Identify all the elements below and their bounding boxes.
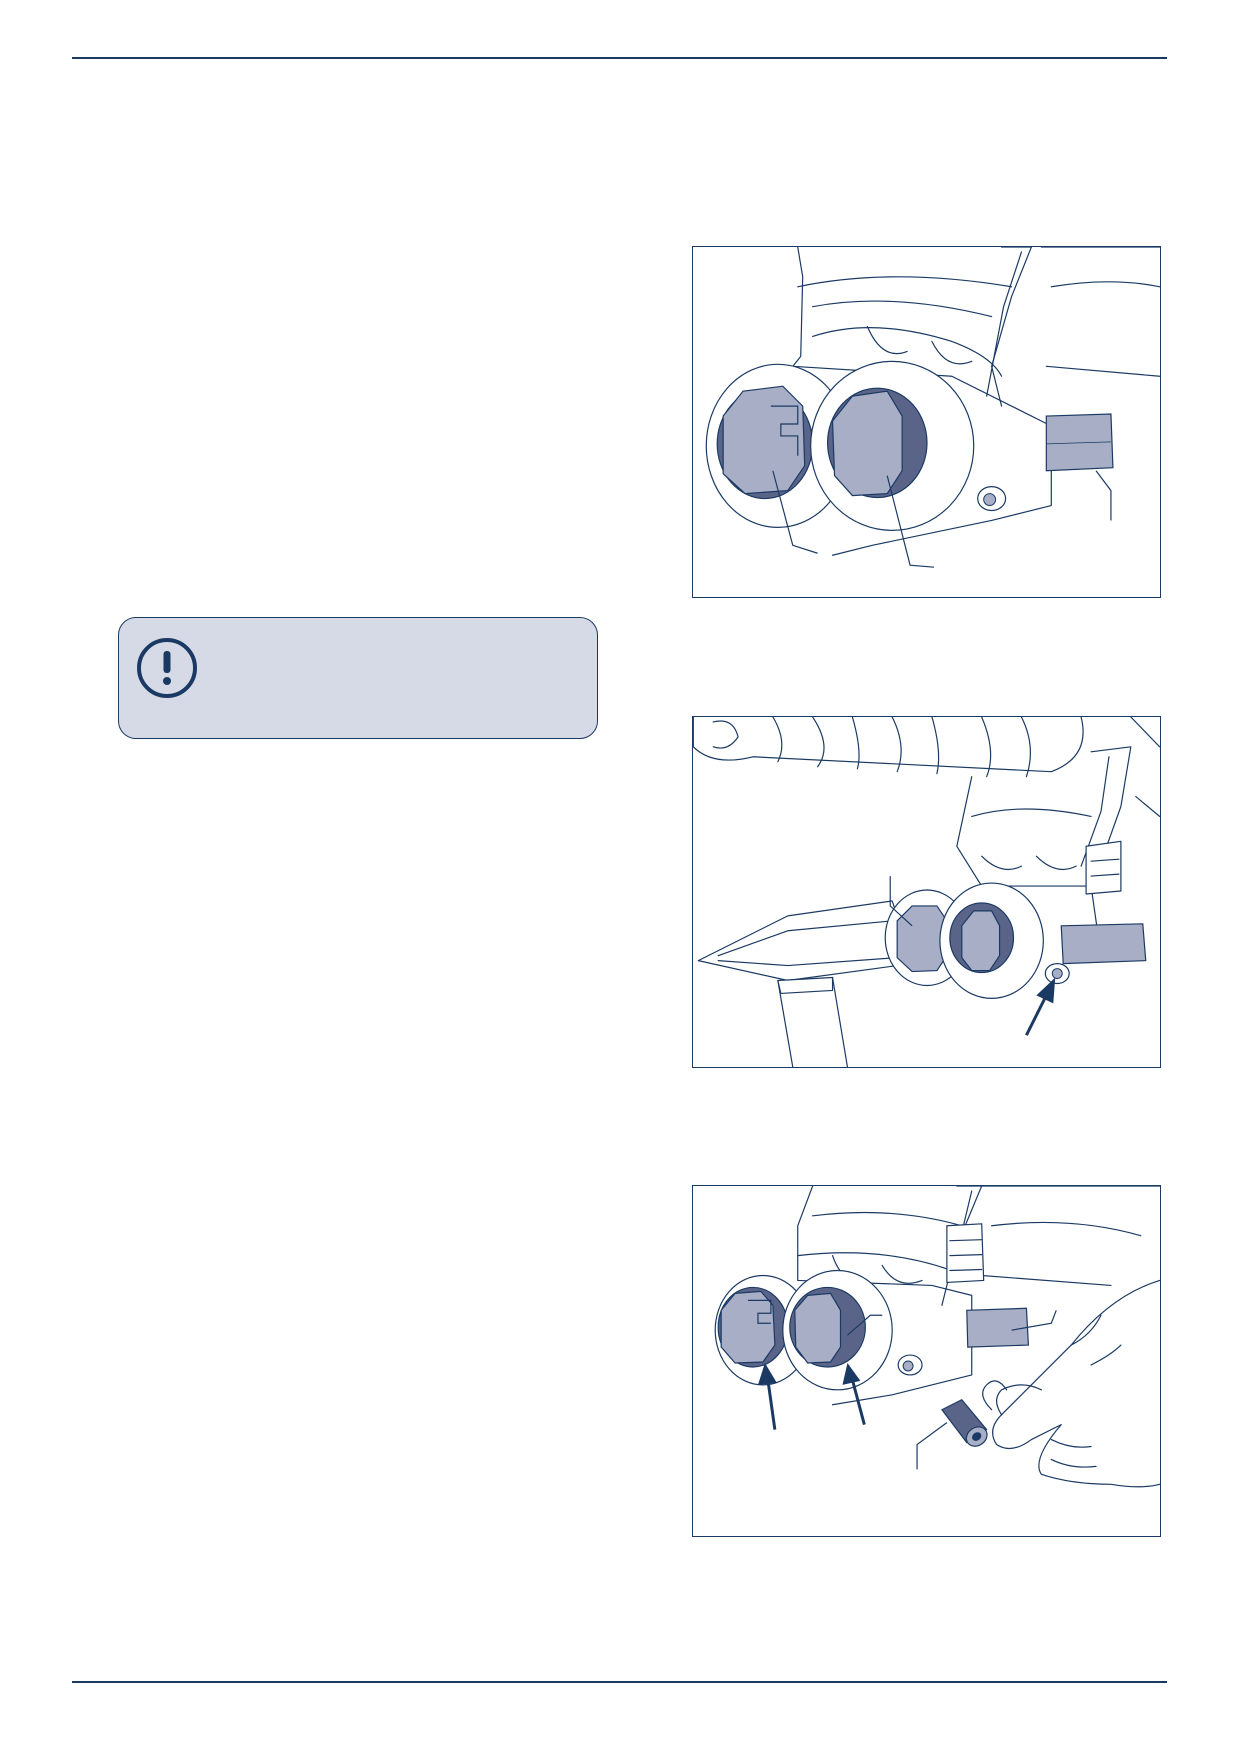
leader-line-1: [889, 876, 913, 927]
pin-shaft: [1060, 923, 1147, 965]
right-bolt-head: [831, 390, 903, 497]
leader-line-1: [847, 1314, 883, 1336]
housing-arm-inner: [986, 251, 1023, 397]
arrow-icon: [842, 1362, 866, 1426]
housing-outline: [792, 247, 1052, 556]
cylinder-end: [712, 720, 739, 749]
sleeve: [941, 1399, 988, 1447]
footer-rule: [72, 1681, 1167, 1683]
figure-1-illustration: [705, 247, 1160, 568]
figure-2-hammer-tapping-bolts: [692, 716, 1161, 1068]
pin-shaft: [1045, 413, 1114, 472]
header-rule: [72, 57, 1167, 59]
housing-top-curve: [797, 276, 1013, 288]
hand-finger: [996, 1384, 1042, 1416]
housing-nut: [1085, 840, 1122, 895]
right-bolt-head: [961, 910, 1001, 972]
housing-detail-2: [812, 300, 993, 318]
hand-fingernail: [982, 1380, 1008, 1411]
leader-line-3: [916, 1422, 948, 1470]
hand-outline: [992, 1279, 1160, 1488]
housing-right: [981, 1186, 1160, 1287]
leader-line-1: [772, 470, 818, 554]
leader-line-2: [1011, 1310, 1057, 1331]
pin-shaft: [966, 1307, 1030, 1348]
housing-curve-2: [981, 855, 1077, 871]
housing-top: [797, 1211, 963, 1272]
cylinder-outline: [693, 717, 1084, 773]
housing-detail: [812, 327, 1003, 377]
leader-line-3: [1095, 470, 1112, 521]
left-bolt-head: [720, 1290, 776, 1364]
housing-nut: [946, 1223, 985, 1284]
arrow-icon: [757, 1362, 777, 1430]
housing-arm: [1090, 746, 1132, 877]
housing-outline: [797, 1186, 973, 1406]
arrow-icon: [1025, 977, 1056, 1036]
left-bolt-head: [722, 385, 806, 495]
housing-curve: [971, 808, 1092, 818]
cylinder-rings: [772, 717, 1031, 778]
housing-arm: [991, 247, 1032, 407]
hand-lines: [1050, 1314, 1122, 1468]
housing-side: [1130, 717, 1160, 818]
exclamation-circle-icon: [137, 638, 197, 698]
hammer-handle: [777, 976, 849, 1067]
figure-1-two-bolts-and-pin: [692, 246, 1161, 598]
notice-box: [118, 617, 598, 739]
leader-line-2: [886, 475, 935, 568]
right-bolt-head: [794, 1292, 842, 1364]
figure-2-illustration: [693, 717, 1160, 1067]
housing-curve-b: [931, 340, 973, 365]
housing-right: [1040, 247, 1160, 377]
housing-curve-a: [866, 325, 908, 355]
figure-3-illustration: [714, 1186, 1160, 1488]
figure-3-hand-inserting-sleeve: [692, 1185, 1161, 1537]
hammer-head: [697, 900, 903, 982]
